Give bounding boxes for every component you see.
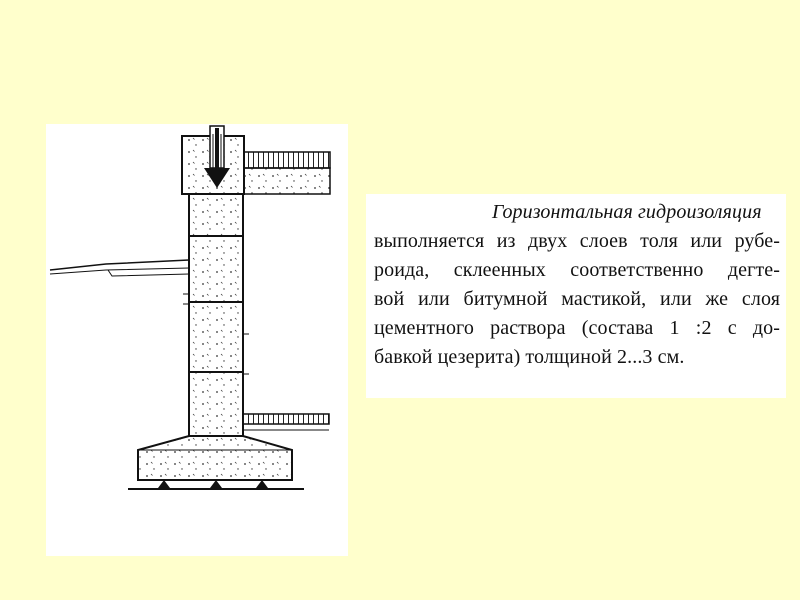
- text-line: выполняется из двух слоев толя или рубе-: [374, 230, 780, 252]
- basement-floor: [242, 413, 330, 431]
- concrete-footing: [137, 435, 293, 481]
- text-line: цементного раствора (состава 1 :2 с до-: [374, 317, 780, 339]
- foundation-wall: [188, 193, 244, 437]
- load-arrow: [204, 125, 230, 188]
- foundation-diagram: [46, 124, 348, 556]
- ground-surface: [49, 259, 190, 277]
- text-line: вой или битумной мастикой, или же слоя: [374, 288, 780, 310]
- description-text: Горизонтальная гидроизоляция выполняется…: [366, 194, 786, 398]
- foundation-section-drawing: [49, 125, 331, 490]
- heading-text: Горизонтальная гидроизоляция: [492, 201, 762, 223]
- text-line: роида, склеенных соответственно дегте-: [374, 259, 780, 281]
- footing-supports: [128, 480, 304, 490]
- floor-slab: [243, 151, 331, 195]
- waterproofing-layers: [183, 293, 249, 375]
- text-line: бавкой цезерита) толщиной 2...3 см.: [374, 346, 685, 368]
